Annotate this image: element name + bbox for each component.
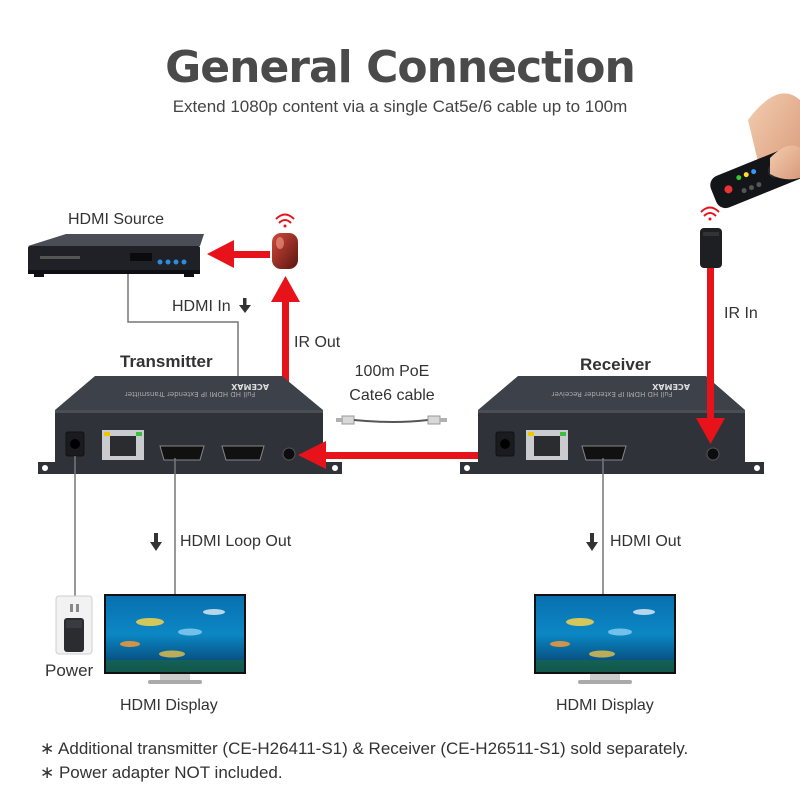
hdmi-in-label: HDMI In xyxy=(172,298,231,315)
svg-text:Full HD HDMI IP Extender Recei: Full HD HDMI IP Extender Receiver xyxy=(552,390,673,398)
monitor-icon xyxy=(534,594,676,684)
footnote-2: ∗ Power adapter NOT included. xyxy=(40,763,283,782)
display-right-label: HDMI Display xyxy=(556,697,654,714)
brand-logo: ACEMAX xyxy=(230,382,269,391)
display-left-label: HDMI Display xyxy=(120,697,218,714)
hdmi-loop-out-label: HDMI Loop Out xyxy=(180,533,292,550)
svg-text:Full HD HDMI IP Extender Trans: Full HD HDMI IP Extender Transmitter xyxy=(125,390,256,398)
receiver-label: Receiver xyxy=(580,355,651,374)
ir-out-arrow xyxy=(271,276,300,448)
ir-in-arrow xyxy=(696,268,725,444)
ir-emitter-icon xyxy=(272,213,298,269)
hdmi-in-arrow-icon xyxy=(239,298,251,313)
power-label: Power xyxy=(45,661,94,680)
cable-arrow xyxy=(298,441,480,469)
page-subtitle: Extend 1080p content via a single Cat5e/… xyxy=(172,97,628,116)
ir-receiver-icon xyxy=(700,206,722,268)
hdmi-out-label: HDMI Out xyxy=(610,533,682,550)
brand-logo: ACEMAX xyxy=(651,382,690,391)
hdmi-source-label: HDMI Source xyxy=(68,211,165,228)
ethernet-cable-icon xyxy=(336,415,447,425)
hdmi-out-arrow-icon xyxy=(586,533,598,551)
footnote-1: ∗ Additional transmitter (CE-H26411-S1) … xyxy=(40,739,689,758)
transmitter-device: Full HD HDMI IP Extender Transmitter ACE… xyxy=(38,376,342,474)
remote-control-icon xyxy=(710,93,800,209)
ir-in-label: IR In xyxy=(724,305,758,322)
hdmi-loop-arrow-icon xyxy=(150,533,162,551)
ir-out-label: IR Out xyxy=(294,334,341,351)
power-outlet-icon xyxy=(55,595,93,655)
cable-label-line2: Cate6 cable xyxy=(349,387,435,404)
page-title: General Connection xyxy=(165,42,636,93)
transmitter-label: Transmitter xyxy=(120,352,213,371)
ir-to-source-arrow xyxy=(207,240,270,268)
cable-label-line1: 100m PoE xyxy=(354,363,430,380)
dvd-player-icon xyxy=(28,234,204,277)
monitor-icon xyxy=(104,594,246,684)
